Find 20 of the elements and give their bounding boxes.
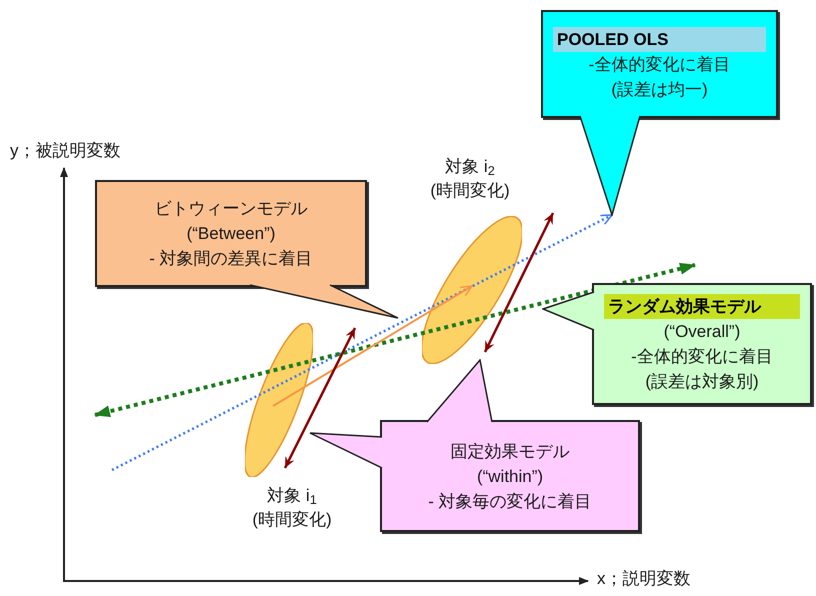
callout-text: 固定効果モデル <box>450 440 570 462</box>
ellipse-caption: (時間変化) <box>252 509 332 531</box>
ellipse-caption: (時間変化) <box>430 180 510 202</box>
callout-text: (誤差は均一) <box>611 78 708 100</box>
axis-label: y；被説明変数 <box>10 140 120 162</box>
arrow <box>272 285 473 407</box>
callout-text: (“Overall”) <box>664 321 740 343</box>
callout-text: - 対象毎の変化に着目 <box>428 490 592 512</box>
callout-heading: POOLED OLS <box>553 26 766 52</box>
callout-text: (“Between”) <box>186 223 276 245</box>
callout-text: (誤差は対象別) <box>645 371 759 393</box>
callout-text: ビトウィーンモデル <box>154 198 308 220</box>
ellipse-caption: 対象 i$_{1}$ <box>267 485 317 508</box>
ellipse-caption: 対象 i$_{2}$ <box>445 156 495 179</box>
callout-text: (“within”) <box>476 466 544 488</box>
callout-text: -全体的変化に着目 <box>588 54 730 76</box>
callout-heading: ランダム効果モデル <box>604 294 800 319</box>
callout-text: - 対象間の差異に着目 <box>149 248 313 270</box>
callout-text: -全体的変化に着目 <box>631 346 773 368</box>
axis-label: x；説明変数 <box>597 568 690 590</box>
